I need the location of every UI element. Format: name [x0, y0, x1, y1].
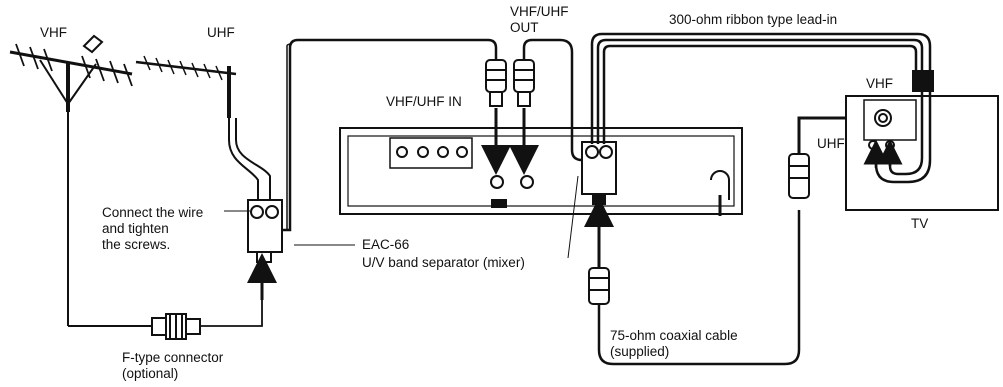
tv-uhf-arrows [863, 139, 903, 168]
cable-to-vcr-in [282, 38, 498, 232]
antenna-lead-wires [67, 112, 271, 327]
label-ribbon-lead-in: 300-ohm ribbon type lead-in [669, 12, 838, 27]
label-tv-uhf: UHF [817, 136, 845, 151]
label-vhf-uhf-out: VHF/UHF OUT [510, 4, 569, 35]
label-tv: TV [911, 216, 929, 231]
coax-cable [597, 210, 801, 366]
vcr-out-plug [513, 59, 535, 107]
coax-plug-bottom [588, 267, 610, 305]
label-tv-vhf: VHF [866, 76, 893, 91]
vcr-arrows [481, 108, 539, 175]
vcr-out-cable [522, 38, 590, 162]
band-separator-left-icon [247, 199, 283, 263]
vcr-unit [339, 127, 743, 216]
label-vhf-antenna: VHF [40, 25, 67, 40]
label-connect-instruction: Connect the wire and tighten the screws. [102, 205, 204, 252]
tv-ribbon-loop [874, 92, 932, 184]
label-uhf-antenna: UHF [207, 25, 235, 40]
coax-plug-tv [788, 103, 875, 199]
label-band-separator: U/V band separator (mixer) [362, 255, 525, 270]
band-separator-right-icon [581, 141, 617, 205]
leader-band-separator [567, 175, 579, 259]
ribbon-lead-in-cable [590, 32, 934, 144]
label-f-connector: F-type connector (optional) [122, 350, 224, 381]
uhf-antenna-icon [135, 55, 237, 118]
f-type-connector-icon [151, 313, 201, 340]
vhf-antenna-icon [9, 34, 133, 112]
label-vhf-uhf-in: VHF/UHF IN [386, 94, 462, 109]
vcr-in-plug [485, 59, 507, 107]
label-eac66: EAC-66 [362, 237, 410, 252]
label-coax-cable: 75-ohm coaxial cable (supplied) [610, 328, 738, 359]
